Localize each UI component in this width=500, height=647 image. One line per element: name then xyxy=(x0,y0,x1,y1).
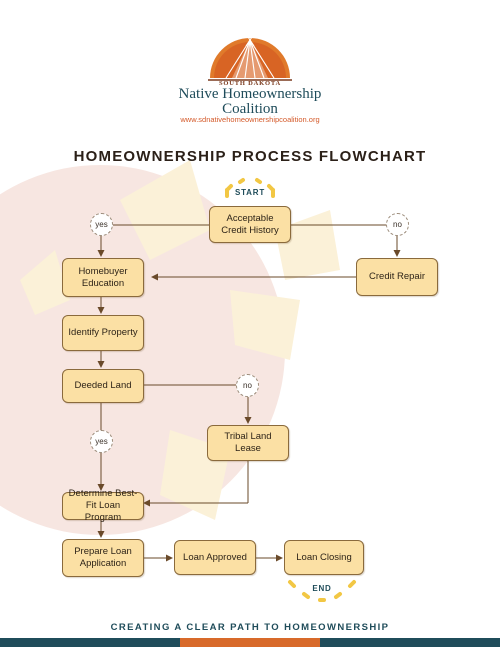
start-label: START xyxy=(234,188,266,197)
step-credit-repair[interactable]: Credit Repair xyxy=(356,258,438,296)
step-determine-loan-program[interactable]: Determine Best-Fit Loan Program xyxy=(62,488,144,523)
decision-credit-yes: yes xyxy=(90,213,113,236)
background-ray xyxy=(120,160,210,260)
step-acceptable-credit-history[interactable]: Acceptable Credit History xyxy=(209,206,291,243)
org-name-line1: Native Homeownership xyxy=(178,86,322,102)
org-website-link[interactable]: www.sdnativehomeownershipcoalition.org xyxy=(180,115,320,124)
end-label: END xyxy=(312,584,332,593)
tipi-sunrise-logo-icon xyxy=(208,33,292,81)
step-deeded-land[interactable]: Deeded Land xyxy=(62,369,144,403)
decision-deeded-yes: yes xyxy=(90,430,113,453)
background-ray xyxy=(20,250,70,315)
background-ray xyxy=(275,210,340,280)
org-subtitle: SOUTH DAKOTA xyxy=(218,80,282,87)
background-ray xyxy=(230,290,300,360)
step-identify-property[interactable]: Identify Property xyxy=(62,315,144,351)
decision-deeded-no: no xyxy=(236,374,259,397)
footer-bar-teal-right xyxy=(320,638,500,647)
step-prepare-loan-application[interactable]: Prepare Loan Application xyxy=(62,539,144,577)
decision-credit-no: no xyxy=(386,213,409,236)
step-loan-closing[interactable]: Loan Closing xyxy=(284,540,364,575)
step-tribal-land-lease[interactable]: Tribal Land Lease xyxy=(207,425,289,461)
footer-tagline: CREATING A CLEAR PATH TO HOMEOWNERSHIP xyxy=(110,622,390,633)
page-title: HOMEOWNERSHIP PROCESS FLOWCHART xyxy=(73,148,427,165)
step-loan-approved[interactable]: Loan Approved xyxy=(174,540,256,575)
step-homebuyer-education[interactable]: Homebuyer Education xyxy=(62,258,144,297)
org-name-line2: Coalition xyxy=(222,101,278,117)
footer-bar-teal xyxy=(0,638,180,647)
footer-bar-orange xyxy=(180,638,320,647)
